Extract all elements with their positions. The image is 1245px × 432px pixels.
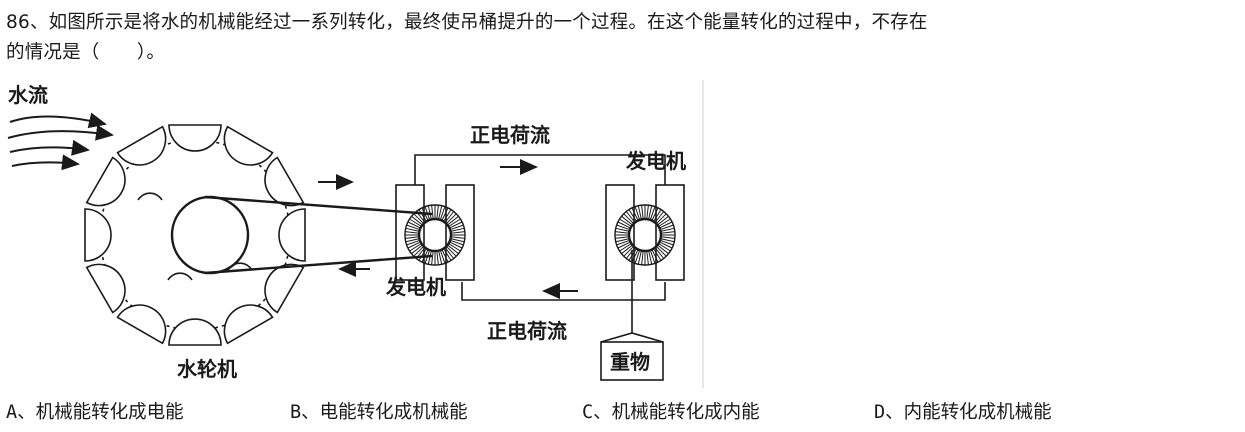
belt xyxy=(170,195,433,275)
generator-right-label: 发电机 xyxy=(625,149,686,173)
option-d[interactable]: D、内能转化成机械能 xyxy=(874,402,1052,423)
option-a[interactable]: A、机械能转化成电能 xyxy=(6,402,184,423)
water-turbine-label: 水轮机 xyxy=(177,357,237,381)
weight xyxy=(600,250,664,381)
water-turbine xyxy=(84,124,306,346)
positive-current-bottom-label: 正电荷流 xyxy=(487,319,567,343)
positive-current-top-label: 正电荷流 xyxy=(470,123,550,147)
question-text: 86、如图所示是将水的机械能经过一系列转化，最终使吊桶提升的一个过程。在这个能量… xyxy=(6,8,1242,68)
option-b[interactable]: B、电能转化成机械能 xyxy=(290,402,468,423)
flow-direction-arrows xyxy=(318,159,578,299)
question-line-2: 的情况是（ ）。 xyxy=(6,42,166,63)
generator-left xyxy=(395,184,475,281)
question-line-1: 86、如图所示是将水的机械能经过一系列转化，最终使吊桶提升的一个过程。在这个能量… xyxy=(6,12,928,33)
energy-conversion-figure: 水流 xyxy=(0,80,705,388)
water-flow-label: 水流 xyxy=(8,83,48,107)
water-flow-arrows xyxy=(7,112,114,171)
option-c[interactable]: C、机械能转化成内能 xyxy=(582,402,760,423)
generator-right xyxy=(605,184,685,281)
weight-label: 重物 xyxy=(610,350,650,374)
circuit-wires xyxy=(414,154,666,301)
generator-left-label: 发电机 xyxy=(385,275,446,299)
